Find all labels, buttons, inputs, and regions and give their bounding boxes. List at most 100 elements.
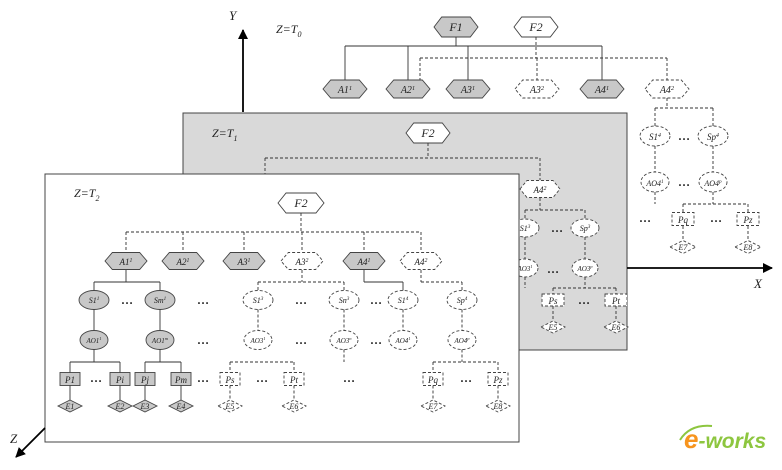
element-label: E7 xyxy=(678,243,689,252)
function-f2 xyxy=(405,122,451,144)
element-label: E6 xyxy=(289,402,299,411)
output-label: AO41 xyxy=(645,179,664,188)
ellipsis: … xyxy=(197,293,209,307)
product-label: Pq xyxy=(677,215,688,225)
ellipsis: … xyxy=(370,333,382,347)
function-label: F2 xyxy=(293,196,307,210)
element-label: E1 xyxy=(65,402,75,411)
ellipsis: … xyxy=(197,371,209,385)
activity-a4-2 xyxy=(519,180,561,198)
function-label: F2 xyxy=(528,20,542,34)
element-label: E4 xyxy=(176,402,186,411)
output-label: AO3p xyxy=(576,264,593,273)
watermark-logo: e-works xyxy=(679,424,766,454)
watermark-text: e-works xyxy=(684,424,766,454)
product-label: Pt xyxy=(611,296,620,306)
activity-label: A42 xyxy=(414,257,428,267)
state-s1-3 xyxy=(242,290,274,310)
watermark-swoosh xyxy=(679,424,713,441)
product-pz xyxy=(736,212,760,226)
product-label: Pm xyxy=(174,375,187,385)
element-label: E3 xyxy=(140,402,150,411)
ellipsis: … xyxy=(197,333,209,347)
state-label: S14 xyxy=(398,295,409,305)
function-f2 xyxy=(513,16,559,38)
product-label: Pz xyxy=(743,215,753,225)
activity-a1-1 xyxy=(104,252,148,270)
element-label: E6 xyxy=(611,323,621,332)
state-label: S13 xyxy=(253,296,264,305)
element-e3 xyxy=(131,399,159,413)
element-e8 xyxy=(484,399,512,413)
ellipsis: … xyxy=(295,333,307,347)
x-axis-label: X xyxy=(753,276,763,291)
state-s1-4 xyxy=(639,125,671,147)
ellipsis: … xyxy=(547,262,559,276)
activity-label: A11 xyxy=(119,257,133,267)
ellipsis: … xyxy=(295,293,307,307)
activity-a4-2 xyxy=(399,252,443,270)
element-e5 xyxy=(539,320,567,334)
element-e4 xyxy=(167,399,195,413)
layer-label-t2: Z=T2 xyxy=(74,186,99,203)
ellipsis: … xyxy=(90,371,102,385)
activity-label: A31 xyxy=(460,85,475,96)
ellipsis: … xyxy=(460,371,472,385)
activity-a4-1 xyxy=(342,252,386,270)
ellipsis: … xyxy=(256,371,268,385)
state-label: Sn3 xyxy=(339,296,350,305)
state-sp-3 xyxy=(570,218,600,238)
ellipsis: … xyxy=(678,129,690,143)
state-sp-4 xyxy=(446,290,478,310)
activity-label: A31 xyxy=(237,257,251,267)
product-label: Pz xyxy=(493,375,503,385)
element-e7 xyxy=(668,239,698,255)
output-ao4-1 xyxy=(388,330,418,350)
ellipsis: … xyxy=(370,293,382,307)
product-label: Pt xyxy=(289,375,298,385)
product-label: Pq xyxy=(427,375,438,385)
output-ao4-p xyxy=(447,330,477,350)
state-sp-4 xyxy=(697,125,729,147)
coordinate-axes: YXZ xyxy=(10,8,773,458)
product-label: Pi xyxy=(115,375,124,385)
element-label: E5 xyxy=(225,402,235,411)
output-label: AO31 xyxy=(516,264,532,273)
activity-label: A32 xyxy=(295,257,309,267)
product-pq xyxy=(671,212,695,226)
output-label: AO3n xyxy=(335,336,352,345)
output-label: AO4p xyxy=(703,179,722,188)
function-label: F1 xyxy=(448,20,462,34)
activity-a2-1 xyxy=(161,252,205,270)
element-label: E2 xyxy=(115,402,125,411)
ellipsis: … xyxy=(678,175,690,189)
element-label: E8 xyxy=(493,402,503,411)
state-label: S11 xyxy=(89,296,100,305)
element-e7 xyxy=(419,399,447,413)
product-label: Pj xyxy=(140,375,149,385)
state-label: Sm1 xyxy=(154,296,167,305)
state-label: Sp4 xyxy=(457,295,468,305)
activity-a1-1 xyxy=(322,79,368,99)
element-e5 xyxy=(216,399,244,413)
element-label: E8 xyxy=(743,243,753,252)
layer-panel-t2 xyxy=(44,173,520,443)
activity-a3-1 xyxy=(222,252,266,270)
activity-a4-1 xyxy=(579,79,625,99)
layer-label-t0: Z=T0 xyxy=(276,22,301,39)
ellipsis: … xyxy=(343,371,355,385)
state-s1-4 xyxy=(387,290,419,310)
output-label: AO31 xyxy=(249,336,265,345)
function-f1 xyxy=(433,16,479,38)
state-label: Sp3 xyxy=(580,224,591,233)
z-axis-label: Z xyxy=(10,431,18,446)
element-e1 xyxy=(56,399,84,413)
output-sp xyxy=(698,171,728,193)
state-label: S14 xyxy=(649,132,661,142)
output-label: AO41 xyxy=(394,336,410,345)
element-e6 xyxy=(602,320,630,334)
state-label: S13 xyxy=(520,224,531,233)
activity-label: A32 xyxy=(529,85,545,96)
